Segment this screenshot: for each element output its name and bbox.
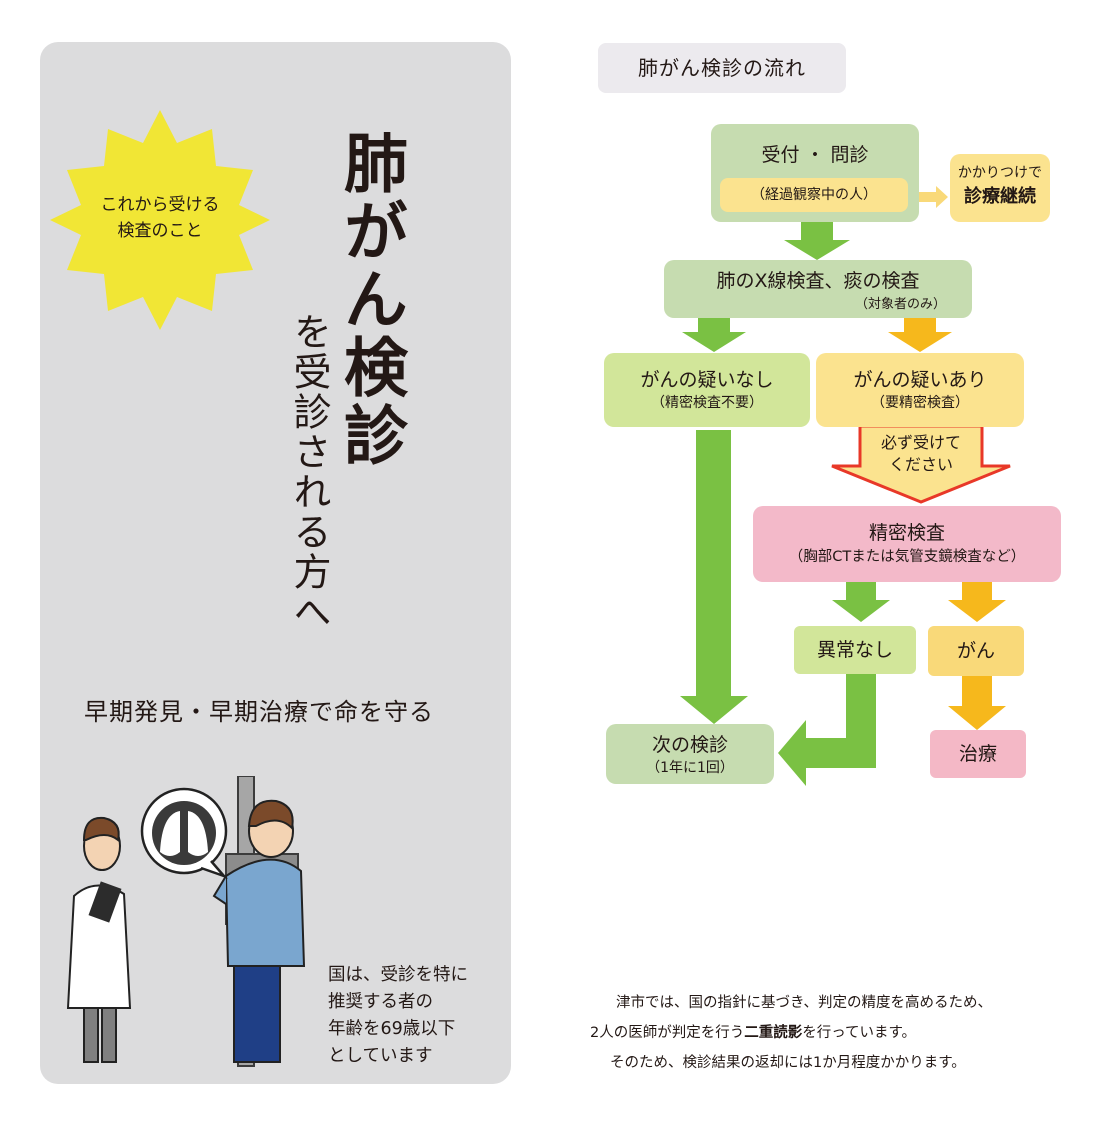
reception-sub: （経過観察中の人） (751, 187, 877, 203)
step-detailed-exam: 精密検査 （胸部CTまたは気管支鏡検査など） (753, 506, 1061, 582)
step-observation: （経過観察中の人） (720, 178, 908, 212)
next-exam-sub: （1年に1回） (646, 760, 734, 776)
flow-heading: 肺がん検診の流れ (598, 43, 846, 93)
badge-line-1: これから受ける (100, 195, 220, 215)
note-line-2: 推奨する者の (328, 992, 433, 1012)
main-title: 肺がん検診 (333, 130, 407, 470)
arrow-to-family-doctor (918, 186, 948, 208)
xray-sub: （対象者のみ） (854, 297, 946, 312)
footer-line-2c: を行っています。 (802, 1025, 917, 1041)
step-suspicion: がんの疑いあり （要精密検査） (816, 353, 1024, 427)
no-suspicion-title: がんの疑いなし (640, 369, 774, 391)
xray-title: 肺のX線検査、痰の検査 (716, 270, 920, 292)
reception-title: 受付 ・ 問診 (761, 144, 869, 166)
must-take-text: 必ず受けて ください (862, 432, 980, 476)
cancer-label: がん (956, 640, 995, 662)
arrow-xray-to-suspicion (888, 318, 952, 352)
arrow-no-abnormal-to-next (778, 672, 876, 786)
xray-illustration (66, 776, 306, 1067)
patient-figure (212, 799, 306, 1063)
note-line-3: 年齢を69歳以下 (328, 1019, 456, 1039)
arrow-detailed-to-cancer (948, 582, 1006, 622)
flow-arrows (680, 186, 1011, 786)
must-take-line-2: ください (888, 455, 953, 474)
footer-line-3: そのため、検診結果の返却には1か月程度かかります。 (610, 1055, 966, 1071)
doctor-figure (66, 816, 132, 1063)
footer-line-1: 津市では、国の指針に基づき、判定の精度を高めるため、 (616, 995, 992, 1011)
starburst-badge (50, 110, 270, 330)
no-suspicion-sub: （精密検査不要） (651, 395, 763, 411)
suspicion-sub: （要精密検査） (871, 395, 969, 411)
footer-double-reading: 二重読影 (744, 1025, 803, 1041)
arrow-xray-to-no-suspicion (682, 318, 746, 352)
age-note: 国は、受診を特に 推奨する者の 年齢を69歳以下 としています (328, 962, 498, 1070)
note-line-4: としています (328, 1046, 433, 1066)
step-treatment: 治療 (930, 730, 1026, 778)
detailed-sub: （胸部CTまたは気管支鏡検査など） (788, 549, 1026, 565)
note-line-1: 国は、受診を特に (328, 965, 468, 985)
no-abnormal-label: 異常なし (816, 639, 893, 661)
arrow-detailed-to-no-abnormal (832, 582, 890, 622)
step-no-suspicion: がんの疑いなし （精密検査不要） (604, 353, 810, 427)
arrow-reception-to-xray (784, 222, 850, 260)
lungs-bubble (140, 787, 229, 879)
footer-note: 津市では、国の指針に基づき、判定の精度を高めるため、 2人の医師が判定を行う二重… (590, 988, 1060, 1078)
must-take-line-1: 必ず受けて (880, 433, 961, 452)
footer-line-2a: 2人の医師が判定を行う (590, 1025, 745, 1041)
footer-line-2: 2人の医師が判定を行う二重読影を行っています。 (590, 1018, 1060, 1048)
sub-title: を受診される方へ (287, 312, 331, 632)
next-exam-title: 次の検診 (651, 734, 728, 756)
family-doctor-line-1: かかりつけで (957, 165, 1043, 181)
tagline: 早期発見・早期治療で命を守る (84, 698, 434, 726)
badge-text: これから受ける 検査のこと (60, 192, 260, 244)
badge-line-2: 検査のこと (117, 221, 203, 241)
arrow-no-suspicion-to-next (680, 430, 748, 724)
suspicion-title: がんの疑いあり (853, 369, 987, 391)
treatment-label: 治療 (958, 743, 997, 765)
arrow-must-take (831, 424, 1011, 504)
step-next-exam: 次の検診 （1年に1回） (606, 724, 774, 784)
step-cancer: がん (928, 626, 1024, 676)
arrow-cancer-to-treatment (948, 676, 1006, 730)
step-family-doctor: かかりつけで 診療継続 (950, 154, 1050, 222)
step-no-abnormal: 異常なし (794, 626, 916, 674)
detailed-title: 精密検査 (868, 522, 945, 544)
step-xray: 肺のX線検査、痰の検査 （対象者のみ） (664, 260, 972, 318)
family-doctor-line-2: 診療継続 (964, 186, 1036, 207)
